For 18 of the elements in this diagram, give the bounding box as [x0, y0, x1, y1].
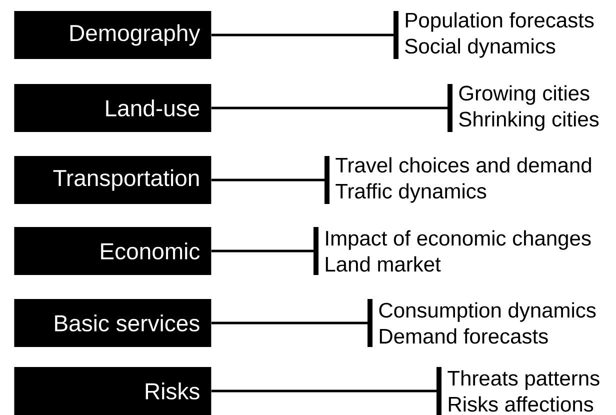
category-box: Economic [14, 227, 212, 275]
category-box: Transportation [14, 156, 212, 204]
topic-list: Travel choices and demand Traffic dynamics [324, 156, 591, 204]
topic-list: Consumption dynamics Demand forecasts [368, 299, 596, 347]
category-box: Demography [14, 11, 212, 59]
topic-list: Population forecasts Social dynamics [394, 11, 594, 59]
category-box: Land-use [14, 84, 212, 132]
connector-line [211, 322, 370, 324]
connector-line [211, 250, 316, 252]
topic-list: Threats patterns Risks affections [436, 367, 600, 415]
topic-list: Growing cities Shrinking cities [448, 84, 599, 132]
connector-line [211, 34, 396, 36]
connector-line [211, 106, 450, 110]
connector-line [211, 390, 439, 392]
category-box: Basic services [14, 299, 212, 347]
connector-line [211, 178, 327, 182]
topic-list: Impact of economic changes Land market [314, 227, 591, 275]
category-box: Risks [14, 367, 212, 415]
